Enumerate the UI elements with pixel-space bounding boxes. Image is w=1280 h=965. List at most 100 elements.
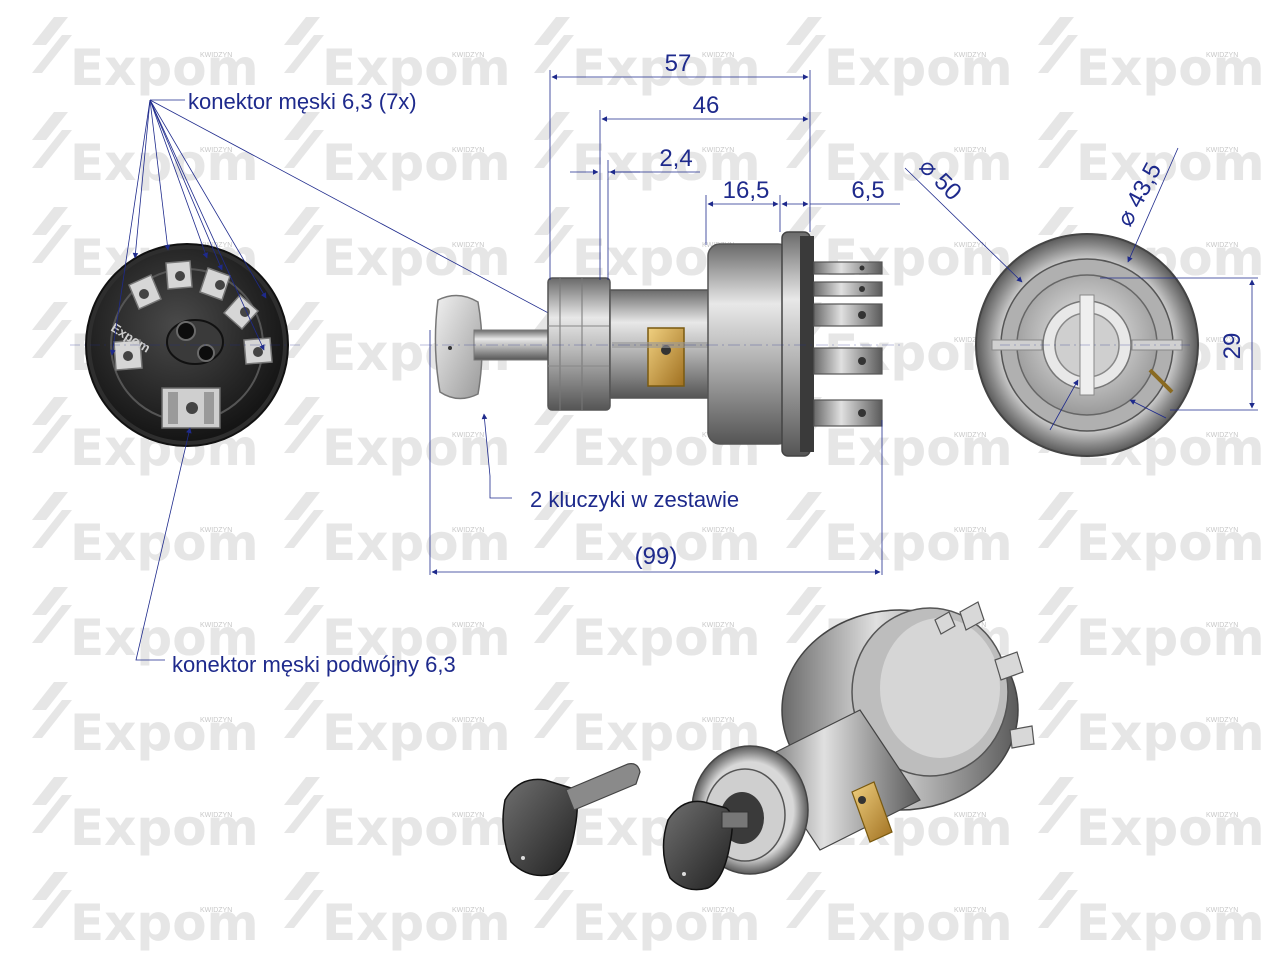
callout-texts: konektor męski 6,3 (7x) 2 kluczyki w zes… <box>172 89 739 677</box>
watermark-city-text: KWIDZYN <box>702 52 734 59</box>
key-side <box>434 294 555 400</box>
product-illustration-3d <box>502 601 1035 891</box>
watermark-logo-icon <box>32 872 72 928</box>
watermark-brand-text: Expom <box>572 514 761 572</box>
dim-99: (99) <box>635 543 678 570</box>
watermark-city-text: KWIDZYN <box>200 52 232 59</box>
watermark-city-text: KWIDZYN <box>200 717 232 724</box>
watermark-brand-text: Expom <box>322 514 511 572</box>
watermark-logo-icon <box>534 872 574 928</box>
watermark-city-text: KWIDZYN <box>1206 432 1238 439</box>
watermark-brand-text: Expom <box>322 134 511 192</box>
watermark-brand-text: Expom <box>70 799 259 857</box>
watermark-logo-icon <box>1038 872 1078 928</box>
watermark-brand-text: Expom <box>1076 894 1265 952</box>
dim-46: 46 <box>693 92 720 119</box>
watermark-logo-icon <box>32 777 72 833</box>
watermark-city-text: KWIDZYN <box>1206 147 1238 154</box>
watermark-logo-icon <box>284 302 324 358</box>
watermark-logo-icon <box>284 492 324 548</box>
watermark-brand-text: Expom <box>70 514 259 572</box>
watermark-city-text: KWIDZYN <box>1206 622 1238 629</box>
watermark-city-text: KWIDZYN <box>200 527 232 534</box>
watermark-brand-text: Expom <box>1076 704 1265 762</box>
watermark-city-text: KWIDZYN <box>702 147 734 154</box>
watermark-city-text: KWIDZYN <box>1206 812 1238 819</box>
loose-key <box>502 763 641 877</box>
watermark-city-text: KWIDZYN <box>452 622 484 629</box>
watermark-logo-icon <box>284 17 324 73</box>
watermark-logo-icon <box>1038 587 1078 643</box>
watermark-logo-icon <box>1038 777 1078 833</box>
watermark-logo-icon <box>534 112 574 168</box>
watermark-brand-text: Expom <box>322 609 511 667</box>
watermark-city-text: KWIDZYN <box>702 527 734 534</box>
watermark-brand-text: Expom <box>322 799 511 857</box>
label-keys-in-set: 2 kluczyki w zestawie <box>530 487 739 512</box>
watermark-city-text: KWIDZYN <box>200 622 232 629</box>
dim-6-5: 6,5 <box>851 177 884 204</box>
watermark-city-text: KWIDZYN <box>954 337 986 344</box>
watermark-logo-icon <box>32 397 72 453</box>
watermark-city-text: KWIDZYN <box>954 242 986 249</box>
watermark-brand-text: Expom <box>1076 609 1265 667</box>
watermark-logo-icon <box>284 207 324 263</box>
watermark-brand-text: Expom <box>824 134 1013 192</box>
watermark-logo-icon <box>786 492 826 548</box>
watermark-brand-text: Expom <box>824 229 1013 287</box>
watermark-city-text: KWIDZYN <box>1206 907 1238 914</box>
watermark-city-text: KWIDZYN <box>1206 717 1238 724</box>
watermark-brand-text: Expom <box>322 894 511 952</box>
watermark-logo-icon <box>534 587 574 643</box>
watermark-brand-text: Expom <box>70 39 259 97</box>
watermark-logo-icon <box>284 872 324 928</box>
watermark-logo-icon <box>284 777 324 833</box>
watermark-city-text: KWIDZYN <box>1206 337 1238 344</box>
watermark-logo-icon <box>32 112 72 168</box>
watermark-city-text: KWIDZYN <box>452 147 484 154</box>
watermark-logo-icon <box>284 397 324 453</box>
watermark-brand-text: Expom <box>824 419 1013 477</box>
watermark-city-text: KWIDZYN <box>452 812 484 819</box>
front-view-connector-side: Expom <box>70 243 300 447</box>
watermark-brand-text: Expom <box>824 894 1013 952</box>
label-connector-male: konektor męski 6,3 (7x) <box>188 89 417 114</box>
watermark-brand-text: Expom <box>572 894 761 952</box>
watermark-logo-icon <box>534 682 574 738</box>
watermark-logo-icon <box>32 17 72 73</box>
watermark-logo-icon <box>32 492 72 548</box>
watermark-city-text: KWIDZYN <box>200 812 232 819</box>
label-connector-double: konektor męski podwójny 6,3 <box>172 652 456 677</box>
watermark-city-text: KWIDZYN <box>452 242 484 249</box>
watermark-logo-icon <box>284 587 324 643</box>
dim-16-5: 16,5 <box>723 177 770 204</box>
connector-leader-lines <box>109 99 656 371</box>
watermark-city-text: KWIDZYN <box>452 527 484 534</box>
watermark-brand-text: Expom <box>70 894 259 952</box>
watermark-city-text: KWIDZYN <box>452 907 484 914</box>
dim-29: 29 <box>1219 333 1246 360</box>
watermark-logo-icon <box>32 302 72 358</box>
watermark-logo-icon <box>284 112 324 168</box>
watermark-logo-icon <box>32 207 72 263</box>
